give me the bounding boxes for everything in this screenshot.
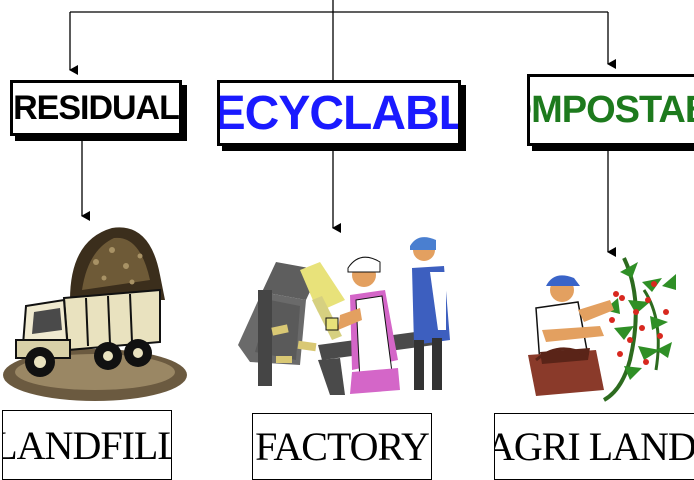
landfill-destination-box: LANDFILL: [2, 410, 172, 480]
compostable-label: COMPOSTABLE: [530, 88, 694, 131]
residual-category-box: RESIDUAL: [10, 80, 182, 136]
compostable-category-box: COMPOSTABLE: [527, 74, 694, 146]
agri-lands-label: AGRI LANDS: [494, 424, 694, 469]
recyclable-label: RECYCLABLE: [220, 86, 458, 140]
factory-label: FACTORY: [255, 424, 430, 469]
landfill-label: LANDFILL: [2, 422, 172, 468]
recyclable-category-box: RECYCLABLE: [217, 80, 461, 146]
factory-destination-box: FACTORY: [252, 413, 432, 480]
connectors: [69, 0, 616, 257]
factory-workers-illustration: [238, 237, 450, 395]
farmer-picking-illustration: [528, 257, 676, 402]
agri-lands-destination-box: AGRI LANDS: [494, 413, 694, 480]
dump-truck-illustration: [3, 227, 187, 401]
residual-label: RESIDUAL: [13, 88, 179, 127]
